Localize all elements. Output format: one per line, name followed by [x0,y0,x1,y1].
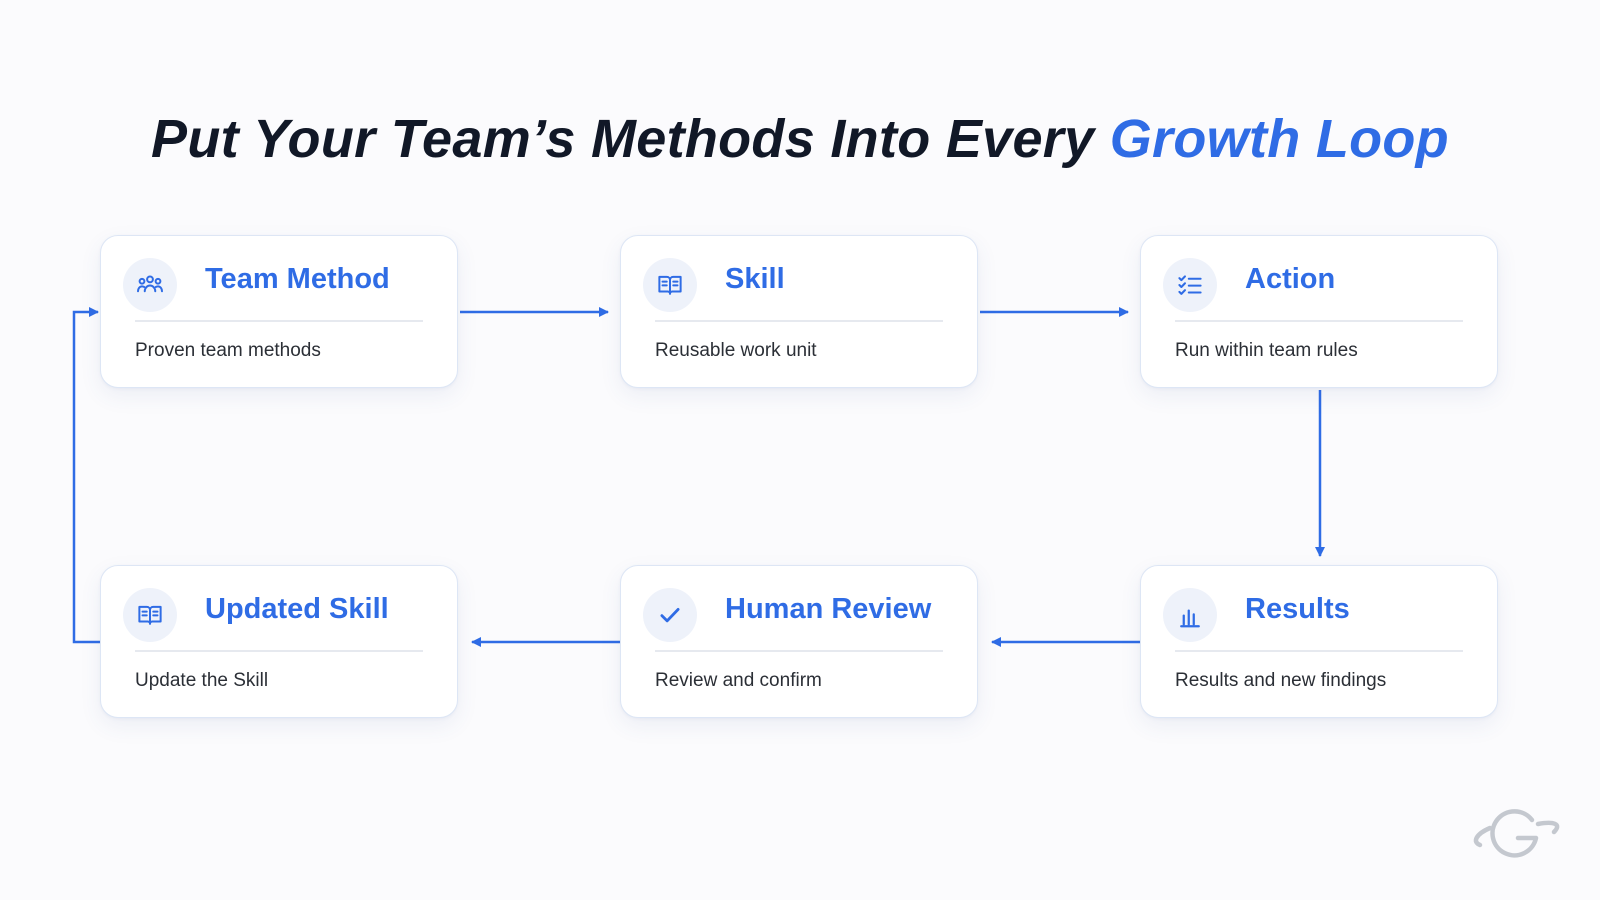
page-title: Put Your Team’s Methods Into Every Growt… [0,108,1600,170]
node-title: Team Method [205,263,390,295]
node-team-method[interactable]: Team Method Proven team methods [100,235,458,388]
node-title: Human Review [725,593,932,625]
book-icon [123,588,177,642]
divider [1175,320,1463,322]
checkmark-icon [643,588,697,642]
book-icon [643,258,697,312]
node-results[interactable]: Results Results and new findings [1140,565,1498,718]
node-description: Results and new findings [1175,670,1387,691]
node-title: Skill [725,263,785,295]
node-description: Proven team methods [135,340,321,361]
node-updated-skill[interactable]: Updated Skill Update the Skill [100,565,458,718]
divider [655,650,943,652]
planet-g-logo-icon [1473,809,1560,858]
node-description: Review and confirm [655,670,822,691]
node-title: Results [1245,593,1350,625]
node-skill[interactable]: Skill Reusable work unit [620,235,978,388]
node-description: Run within team rules [1175,340,1358,361]
arrow-updated-skill-to-team-method [72,307,100,644]
node-human-review[interactable]: Human Review Review and confirm [620,565,978,718]
node-description: Reusable work unit [655,340,817,361]
divider [135,320,423,322]
divider [655,320,943,322]
team-icon [123,258,177,312]
title-main: Put Your Team’s Methods Into Every [151,109,1110,170]
title-accent: Growth Loop [1109,109,1449,170]
bar-chart-icon [1163,588,1217,642]
node-title: Action [1245,263,1336,295]
node-title: Updated Skill [205,593,389,625]
checklist-icon [1163,258,1217,312]
node-description: Update the Skill [135,670,269,691]
divider [1175,650,1463,652]
divider [135,650,423,652]
node-action[interactable]: Action Run within team rules [1140,235,1498,388]
